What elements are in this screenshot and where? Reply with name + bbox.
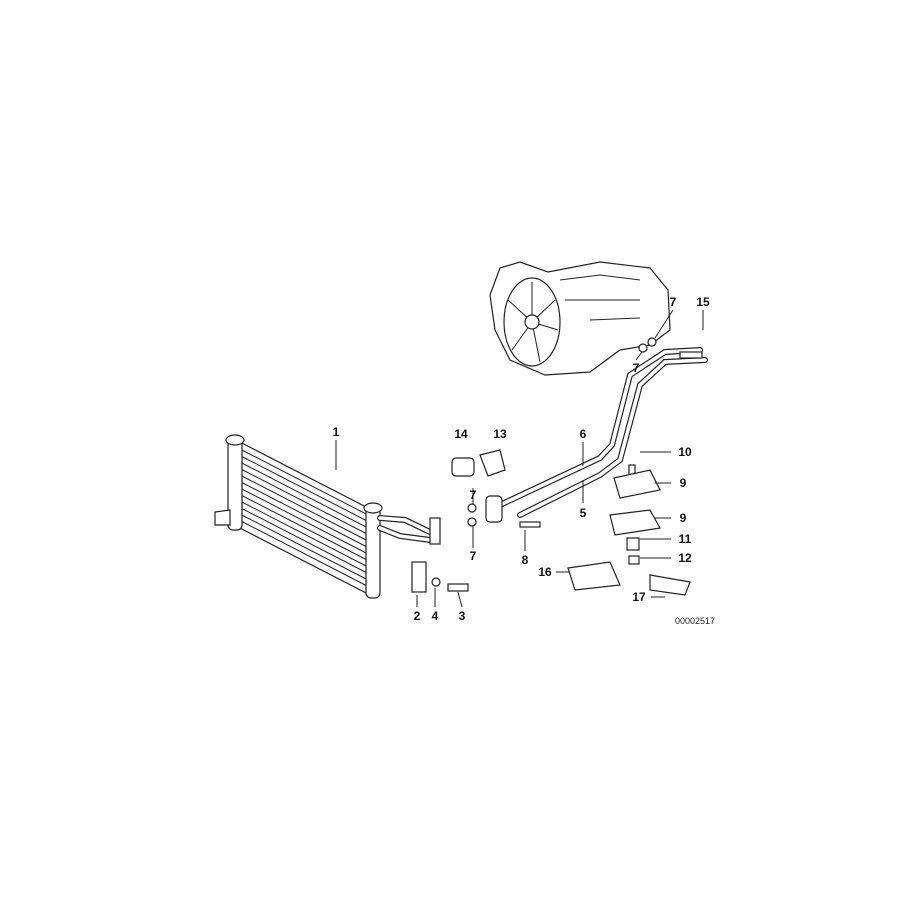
cooler-fin xyxy=(237,519,371,588)
callout-7-a: 7 xyxy=(470,488,477,502)
diagram-id: 00002517 xyxy=(675,616,715,626)
callout-15: 15 xyxy=(696,295,710,309)
callout-17: 17 xyxy=(632,590,646,604)
callout-4: 4 xyxy=(432,609,439,623)
cooler-fin xyxy=(237,447,371,517)
callout-5: 5 xyxy=(580,506,587,520)
callout-13: 13 xyxy=(493,427,507,441)
cooler-fin xyxy=(237,499,371,569)
oil-cooler xyxy=(214,434,383,599)
callout-16: 16 xyxy=(538,565,552,579)
small-parts xyxy=(411,351,703,596)
callout-1: 1 xyxy=(333,425,340,439)
callout-9-b: 9 xyxy=(680,511,687,525)
callout-7-d: 7 xyxy=(633,361,640,375)
callout-2: 2 xyxy=(414,609,421,623)
callout-11: 11 xyxy=(679,532,692,546)
transmission xyxy=(489,261,671,376)
callout-12: 12 xyxy=(678,551,692,565)
callout-6: 6 xyxy=(580,427,587,441)
cooler-fin xyxy=(237,493,371,562)
cooler-fin xyxy=(237,480,371,549)
cooler-fin xyxy=(237,486,371,556)
cooler-fin xyxy=(237,454,371,523)
cooler-fin xyxy=(237,512,371,582)
callout-7-b: 7 xyxy=(470,549,477,563)
cooler-fin xyxy=(237,460,371,530)
cooler-fin xyxy=(237,506,371,575)
callout-9-a: 9 xyxy=(680,476,687,490)
callout-8: 8 xyxy=(522,553,529,567)
callout-14: 14 xyxy=(454,427,468,441)
leader-lines xyxy=(335,309,704,608)
cooler-fin xyxy=(237,473,371,543)
callout-10: 10 xyxy=(678,445,692,459)
callout-3: 3 xyxy=(459,609,466,623)
callout-labels: 1 2 3 4 5 6 7 7 7 7 8 9 9 10 11 12 13 14… xyxy=(333,295,715,626)
callout-7-c: 7 xyxy=(670,295,677,309)
cooler-fin xyxy=(237,467,371,536)
